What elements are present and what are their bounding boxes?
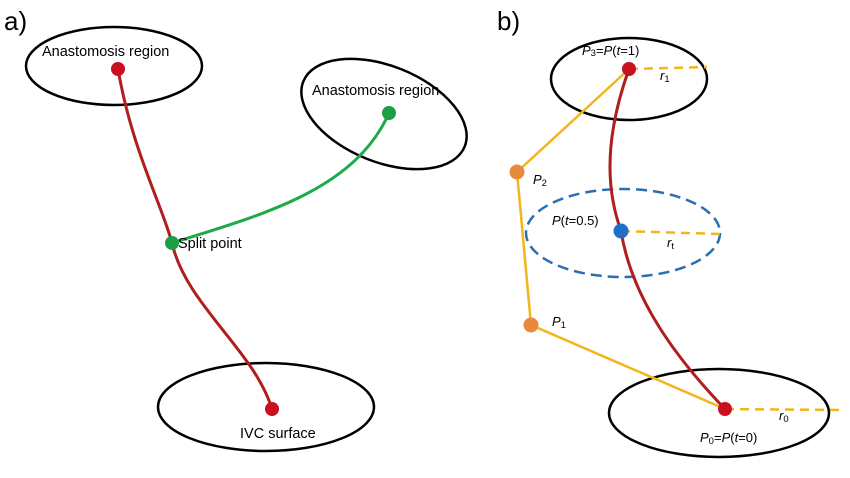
anastomosis-top-label: Anastomosis region <box>42 44 169 60</box>
anastomosis-top-node <box>111 62 125 76</box>
bottom-ellipse <box>607 367 831 459</box>
panel-a-label: a) <box>4 6 27 36</box>
panel-b-label: b) <box>497 6 520 36</box>
anastomosis-region-right-ellipse <box>300 57 468 171</box>
p1-node <box>523 317 539 333</box>
p0-label: P0=P(t=0) <box>700 430 757 447</box>
mid-node <box>613 223 629 239</box>
panel-a: a) Anastomosis region Anastomosis region… <box>4 6 468 453</box>
r0-label: r0 <box>779 408 789 425</box>
rt-label: rt <box>667 235 674 252</box>
ivc-surface-ellipse <box>156 361 376 453</box>
p2-label: P2 <box>533 172 547 189</box>
p3-node <box>622 62 636 76</box>
control-polygon <box>515 68 726 411</box>
branch-centerline <box>171 112 391 245</box>
radius-r1-line <box>628 65 708 71</box>
radius-rt-line <box>620 229 721 236</box>
ivc-node <box>265 402 279 416</box>
split-point-label: Split point <box>178 236 242 252</box>
p0-node <box>718 402 732 416</box>
panel-b: b) P3=P(t=1) P2 P(t=0.5) P1 P0=P(t=0) r1… <box>497 6 841 459</box>
r1-label: r1 <box>660 68 670 85</box>
p3-label: P3=P(t=1) <box>582 43 639 59</box>
top-ellipse <box>549 36 709 122</box>
anastomosis-region-top-ellipse <box>24 25 204 107</box>
pmid-label: P(t=0.5) <box>552 213 599 228</box>
split-point-node <box>165 236 179 250</box>
anastomosis-right-node <box>382 106 396 120</box>
p2-node <box>509 164 525 180</box>
p1-label: P1 <box>552 314 566 331</box>
anastomosis-right-label: Anastomosis region <box>312 83 439 99</box>
radius-r0-line <box>724 407 841 412</box>
ivc-surface-label: IVC surface <box>240 426 316 442</box>
mid-dashed-ellipse <box>524 187 722 279</box>
